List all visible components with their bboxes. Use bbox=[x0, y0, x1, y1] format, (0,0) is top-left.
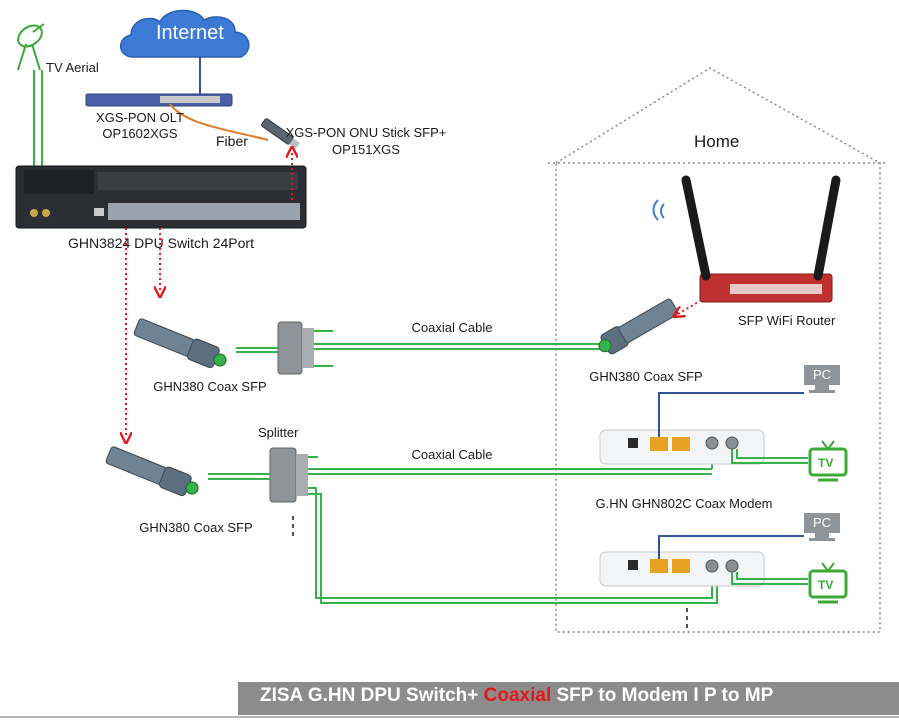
modem-1-coax-in bbox=[705, 436, 719, 450]
coax-sfp-2-icon bbox=[105, 446, 199, 497]
title-banner-text: ZISA G.HN DPU Switch+ Coaxial SFP to Mod… bbox=[260, 685, 773, 707]
splitter-label: Splitter bbox=[258, 425, 299, 440]
home-label: Home bbox=[694, 132, 740, 151]
wifi-icon bbox=[652, 199, 665, 221]
modem-2-to-pc-cable bbox=[658, 535, 804, 559]
switch-top-panel bbox=[24, 170, 94, 194]
splitter-2 bbox=[269, 447, 297, 503]
onu-model-label: OP151XGS bbox=[332, 142, 400, 157]
bottom-rule bbox=[0, 716, 899, 718]
home-outline bbox=[555, 67, 881, 633]
switch-port-b bbox=[42, 209, 50, 217]
fiber-cable bbox=[169, 103, 269, 141]
coax-sfp-home-icon bbox=[598, 298, 679, 355]
router-antenna-right bbox=[813, 175, 841, 281]
fiber-label: Fiber bbox=[216, 133, 248, 149]
modem-1-to-tv-cable-a bbox=[731, 449, 808, 464]
banner-text-end: SFP to Modem I P to MP bbox=[551, 685, 774, 706]
modem-1-power bbox=[628, 438, 638, 448]
modem-2-power bbox=[628, 560, 638, 570]
switch-label: GHN3824 DPU Switch 24Port bbox=[68, 235, 254, 251]
coax-cable-1-label: Coaxial Cable bbox=[411, 320, 493, 335]
modem-1-to-pc-cable bbox=[658, 392, 804, 437]
tv-1-label: TV bbox=[818, 456, 834, 470]
switch-port-row bbox=[108, 203, 300, 220]
router-antenna-left bbox=[681, 175, 711, 281]
pc-2-base bbox=[809, 538, 835, 541]
pc-1-base bbox=[809, 390, 835, 393]
modem-1-eth-1 bbox=[650, 437, 668, 451]
coax-sfp-1-label: GHN380 Coax SFP bbox=[153, 379, 267, 394]
splitter-2-stub bbox=[296, 454, 308, 496]
olt-model-label: OP1602XGS bbox=[102, 126, 178, 141]
modem-1-eth-2 bbox=[672, 437, 690, 451]
tv-aerial-label: TV Aerial bbox=[46, 60, 99, 75]
internet-label: Internet bbox=[156, 22, 224, 44]
switch-vent bbox=[98, 172, 298, 190]
banner-text-start: ZISA G.HN DPU Switch+ bbox=[260, 685, 484, 706]
title-banner bbox=[238, 682, 899, 715]
modem-1-to-tv-cable-b bbox=[736, 449, 808, 459]
tv-1-icon bbox=[808, 440, 848, 482]
coax-sfp-2-label: GHN380 Coax SFP bbox=[139, 520, 253, 535]
coax-cable-2-label: Coaxial Cable bbox=[411, 447, 493, 462]
splitter-1-stub bbox=[302, 328, 314, 368]
more-modems-ellipsis bbox=[686, 608, 688, 628]
router-label: SFP WiFi Router bbox=[738, 313, 836, 328]
modem-2-coax-in bbox=[705, 559, 719, 573]
olt-ports bbox=[160, 96, 220, 103]
coax-cable-3-a bbox=[308, 487, 713, 599]
more-splitters-ellipsis bbox=[292, 516, 294, 536]
switch-port-a bbox=[30, 209, 38, 217]
pc-2-icon: PC bbox=[804, 513, 840, 533]
coax-sfp-home-label: GHN380 Coax SFP bbox=[589, 369, 703, 384]
tv-aerial-icon bbox=[17, 23, 45, 71]
coax-cable-3-b bbox=[308, 493, 718, 604]
modem-2-eth-1 bbox=[650, 559, 668, 573]
tv-2-label: TV bbox=[818, 578, 834, 592]
switch-mgmt-port bbox=[94, 208, 104, 216]
pc-1-icon: PC bbox=[804, 365, 840, 385]
modem-1-coax-out bbox=[725, 436, 739, 450]
onu-label: XGS-PON ONU Stick SFP+ bbox=[285, 125, 447, 140]
coax-sfp-1-icon bbox=[133, 318, 227, 369]
tv-2-icon bbox=[808, 562, 848, 604]
modem-label: G.HN GHN802C Coax Modem bbox=[595, 496, 773, 511]
pc-1-stand bbox=[815, 385, 829, 390]
modem-2-to-tv-cable-a bbox=[731, 572, 808, 585]
sfp-to-router-link bbox=[678, 300, 701, 314]
modem-2-to-tv-cable-b bbox=[736, 572, 808, 580]
banner-text-highlight: Coaxial bbox=[483, 685, 552, 706]
splitter-1 bbox=[277, 321, 303, 375]
internet-cloud bbox=[120, 9, 250, 58]
pc-2-stand bbox=[815, 533, 829, 538]
modem-2-eth-2 bbox=[672, 559, 690, 573]
router-ports bbox=[730, 284, 822, 294]
olt-label: XGS-PON OLT bbox=[96, 110, 184, 125]
modem-2-coax-out bbox=[725, 559, 739, 573]
